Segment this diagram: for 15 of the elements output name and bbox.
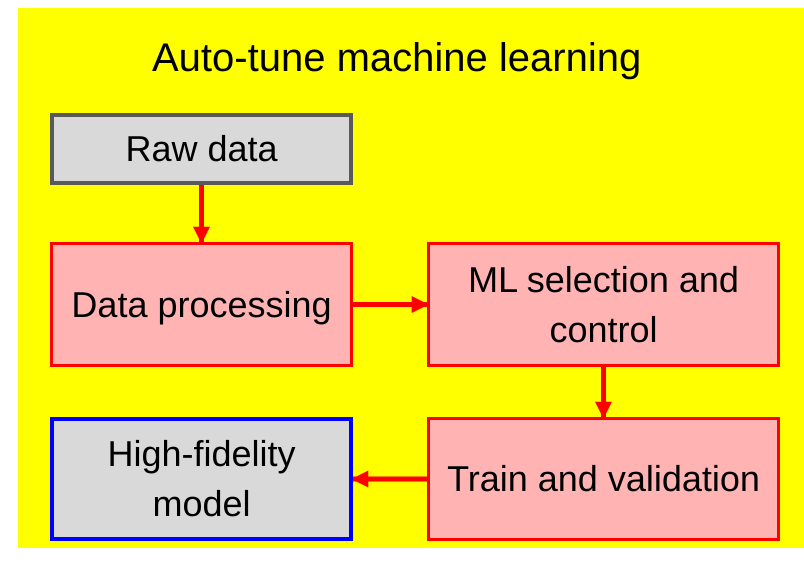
arrow: [193, 185, 210, 244]
arrow: [351, 470, 427, 488]
process-box: [50, 113, 353, 185]
process-box: [427, 417, 780, 541]
process-box: [50, 417, 353, 541]
process-box: [50, 242, 353, 367]
box-label: ML selection and control: [467, 258, 740, 352]
arrow: [595, 367, 612, 419]
title: Auto-tune machine learning: [152, 35, 642, 82]
arrow: [353, 296, 429, 313]
box-label: Raw data: [124, 127, 279, 171]
box-label: Data processing: [70, 282, 333, 326]
process-box: [427, 242, 780, 367]
box-label: High-fidelity model: [106, 432, 297, 526]
box-label: Train and validation: [446, 457, 761, 501]
